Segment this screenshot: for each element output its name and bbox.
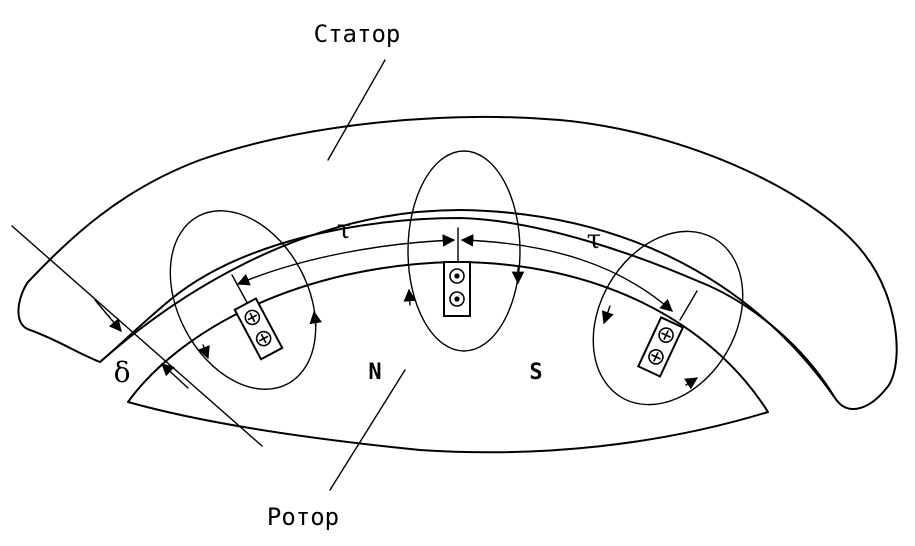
air-gap-dimension-line: [11, 225, 263, 447]
air-gap-arrow-outer: [94, 299, 122, 332]
pole-pitch-left-arrow: [236, 234, 456, 286]
pole-pitch-right-arrow: [460, 234, 673, 312]
stator-bore: [99, 209, 836, 399]
cross-icon: [244, 309, 261, 326]
pole-pitch-left-label: τ: [337, 215, 351, 245]
rotor-leader-line: [329, 369, 406, 491]
dot-icon: [449, 291, 465, 307]
cross-icon: [255, 330, 272, 347]
conductor-center: [443, 261, 471, 317]
pole-pitch-right-label: τ: [587, 225, 601, 255]
stator-label: Статор: [314, 20, 401, 48]
dot-icon: [449, 268, 465, 284]
boundary-tick-right: [679, 290, 698, 321]
stator-leader-line: [327, 59, 386, 161]
stator-body: [17, 115, 898, 410]
air-gap-arrow-inner: [161, 363, 189, 389]
rotor-label: Ротор: [267, 503, 339, 531]
flux-loop-left: [169, 210, 322, 390]
cross-icon: [648, 349, 664, 365]
cross-icon: [658, 327, 674, 343]
conductor-right: [636, 316, 685, 378]
flux-loop-center: [403, 150, 525, 352]
south-pole-label: S: [529, 360, 542, 385]
air-gap-label: δ: [114, 356, 131, 389]
north-pole-label: N: [368, 360, 381, 385]
conductor-left: [233, 297, 284, 361]
